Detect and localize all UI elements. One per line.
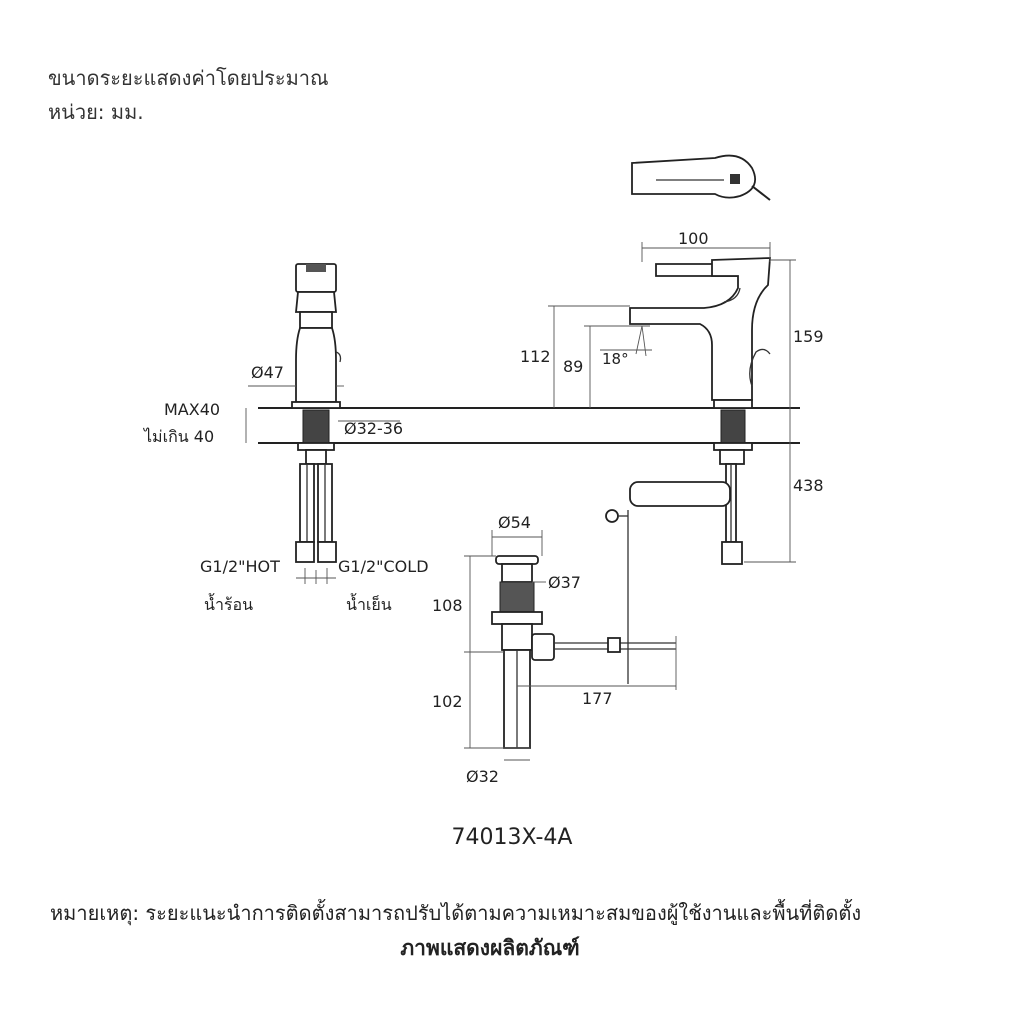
header-unit: หน่วย: มม. (48, 100, 144, 124)
dim-w177: 177 (582, 689, 613, 708)
dim-dia47: Ø47 (251, 363, 284, 382)
label-cold-th: น้ำเย็น (346, 593, 392, 614)
dim-h112: 112 (520, 347, 551, 366)
waste-dimension-lines (464, 530, 677, 761)
front-view-dimension-lines (548, 242, 796, 563)
installation-note: หมายเหตุ: ระยะแนะนำการติดตั้งสามารถปรับไ… (50, 901, 862, 925)
countertop (245, 407, 800, 444)
model-number: 74013X-4A (451, 825, 573, 850)
dim-dia32: Ø32 (466, 767, 499, 786)
handle-top-view (631, 154, 771, 201)
product-caption: ภาพแสดงผลิตภัณฑ์ (400, 936, 580, 960)
dim-h438: 438 (793, 476, 824, 495)
dim-max40: MAX40 (164, 400, 220, 419)
label-hot: G1/2"HOT (200, 557, 280, 576)
dim-angle18: 18° (602, 350, 629, 368)
faucet-side-view (291, 263, 342, 563)
label-hot-th: น้ำร้อน (204, 593, 253, 614)
dim-width100: 100 (678, 229, 709, 248)
side-view-dimension-lines (248, 385, 400, 584)
dim-h108: 108 (432, 596, 463, 615)
dim-h89: 89 (563, 357, 583, 376)
dim-max40-th: ไม่เกิน 40 (142, 427, 214, 446)
faucet-front-view (629, 257, 771, 565)
dim-dia54: Ø54 (498, 513, 531, 532)
popup-waste (491, 509, 676, 749)
dim-dia37: Ø37 (548, 573, 581, 592)
label-cold: G1/2"COLD (338, 557, 429, 576)
dim-dia32-36: Ø32-36 (344, 419, 403, 438)
dim-h102: 102 (432, 692, 463, 711)
header-approx-note: ขนาดระยะแสดงค่าโดยประมาณ (48, 66, 329, 90)
dim-h159: 159 (793, 327, 824, 346)
